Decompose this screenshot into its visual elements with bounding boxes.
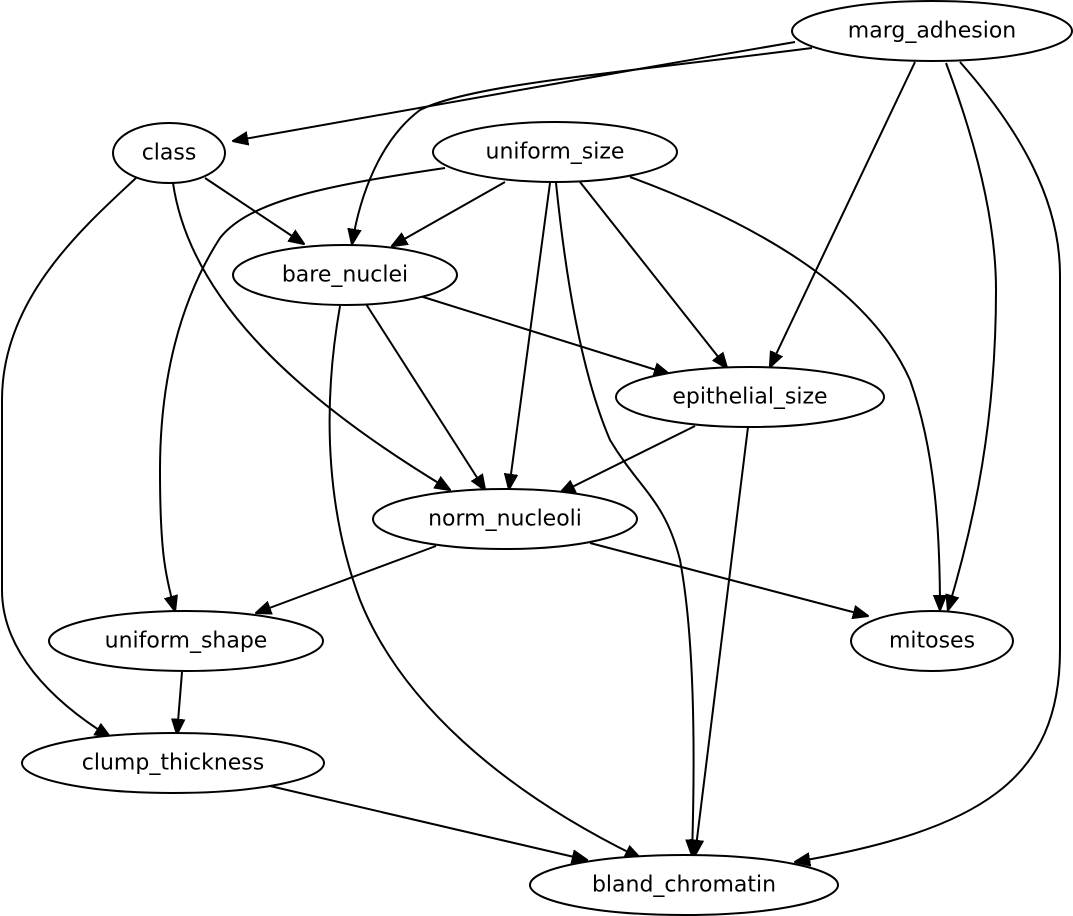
node-label-mitoses: mitoses bbox=[889, 629, 975, 654]
node-label-bare_nuclei: bare_nuclei bbox=[282, 263, 408, 288]
edge-marg_adhesion-to-mitoses bbox=[945, 62, 998, 610]
node-label-class: class bbox=[142, 141, 197, 166]
node-label-uniform_shape: uniform_shape bbox=[105, 629, 268, 654]
edge-uniform_size-to-mitoses bbox=[629, 176, 940, 610]
node-class[interactable]: class bbox=[112, 122, 226, 184]
node-label-bland_chromatin: bland_chromatin bbox=[592, 873, 776, 898]
edge-uniform_size-to-uniform_shape bbox=[158, 167, 446, 611]
node-uniform_size[interactable]: uniform_size bbox=[432, 121, 678, 183]
edge-marg_adhesion-to-class bbox=[233, 41, 796, 141]
node-label-clump_thickness: clump_thickness bbox=[82, 751, 264, 776]
edge-uniform_size-to-norm_nucleoli bbox=[509, 182, 551, 489]
node-label-norm_nucleoli: norm_nucleoli bbox=[428, 507, 582, 532]
edge-norm_nucleoli-to-mitoses bbox=[589, 542, 868, 616]
nodes-group: marg_adhesion class uniform_size bare_nu… bbox=[21, 0, 1073, 916]
node-bare_nuclei[interactable]: bare_nuclei bbox=[232, 244, 458, 306]
node-bland_chromatin[interactable]: bland_chromatin bbox=[529, 854, 839, 916]
edge-uniform_size-to-bare_nuclei bbox=[392, 181, 506, 246]
edge-epithelial_size-to-norm_nucleoli bbox=[560, 425, 696, 493]
edge-bare_nuclei-to-epithelial_size bbox=[419, 295, 669, 374]
edge-norm_nucleoli-to-uniform_shape bbox=[256, 545, 437, 613]
node-label-uniform_size: uniform_size bbox=[486, 140, 625, 165]
edge-marg_adhesion-to-epithelial_size bbox=[770, 61, 916, 367]
edge-uniform_size-to-epithelial_size bbox=[579, 181, 727, 368]
node-marg_adhesion[interactable]: marg_adhesion bbox=[791, 0, 1073, 62]
node-label-marg_adhesion: marg_adhesion bbox=[848, 19, 1016, 44]
edge-class-to-clump_thickness bbox=[0, 177, 137, 737]
node-clump_thickness[interactable]: clump_thickness bbox=[21, 732, 325, 794]
node-label-epithelial_size: epithelial_size bbox=[672, 385, 827, 410]
edge-marg_adhesion-to-bland_chromatin bbox=[795, 61, 1062, 862]
edge-epithelial_size-to-bland_chromatin bbox=[695, 426, 749, 855]
edge-class-to-bare_nuclei bbox=[204, 177, 304, 244]
node-epithelial_size[interactable]: epithelial_size bbox=[615, 366, 885, 428]
edge-clump_thickness-to-bland_chromatin bbox=[269, 785, 587, 860]
edges-group bbox=[0, 41, 1062, 862]
edge-marg_adhesion-to-bare_nuclei bbox=[352, 47, 813, 244]
edge-uniform_size-to-bland_chromatin bbox=[555, 182, 694, 855]
edge-uniform_shape-to-clump_thickness bbox=[177, 671, 182, 734]
edge-bare_nuclei-to-norm_nucleoli bbox=[365, 303, 485, 490]
edge-class-to-norm_nucleoli bbox=[172, 182, 450, 490]
edge-bare_nuclei-to-bland_chromatin bbox=[328, 305, 640, 858]
node-norm_nucleoli[interactable]: norm_nucleoli bbox=[372, 488, 638, 550]
node-uniform_shape[interactable]: uniform_shape bbox=[48, 610, 324, 672]
node-mitoses[interactable]: mitoses bbox=[850, 610, 1014, 672]
